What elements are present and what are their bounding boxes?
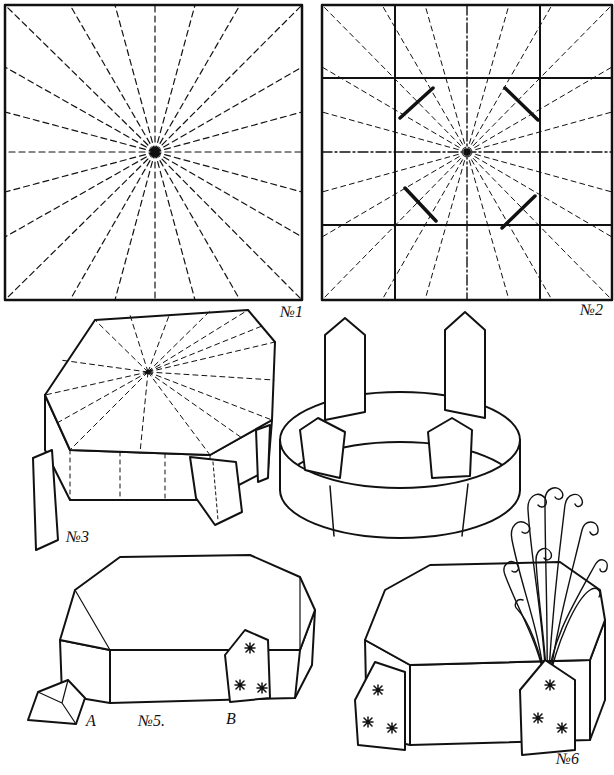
figure-number: №2 [580,301,603,319]
grid-lines [322,5,612,300]
center-fold [322,5,612,300]
paper-square [322,5,612,300]
fold-lines [322,5,612,300]
flower-bunch [504,488,607,685]
figure-number: №6 [556,750,579,768]
paper-square [5,5,302,300]
octagonal-box [28,555,315,724]
fold-lines [5,5,302,300]
center-point [152,149,158,155]
center-point [464,149,470,155]
figure-number: №1 [280,303,303,321]
point-letter: B [226,710,236,728]
point-letter: A [86,712,96,730]
figure-number: №3 [66,528,89,546]
paper-ring [280,312,520,538]
figure-number: №5. [138,712,165,730]
draped-paper [33,310,275,550]
box-tabs [355,660,575,755]
cut-lines [400,88,538,228]
